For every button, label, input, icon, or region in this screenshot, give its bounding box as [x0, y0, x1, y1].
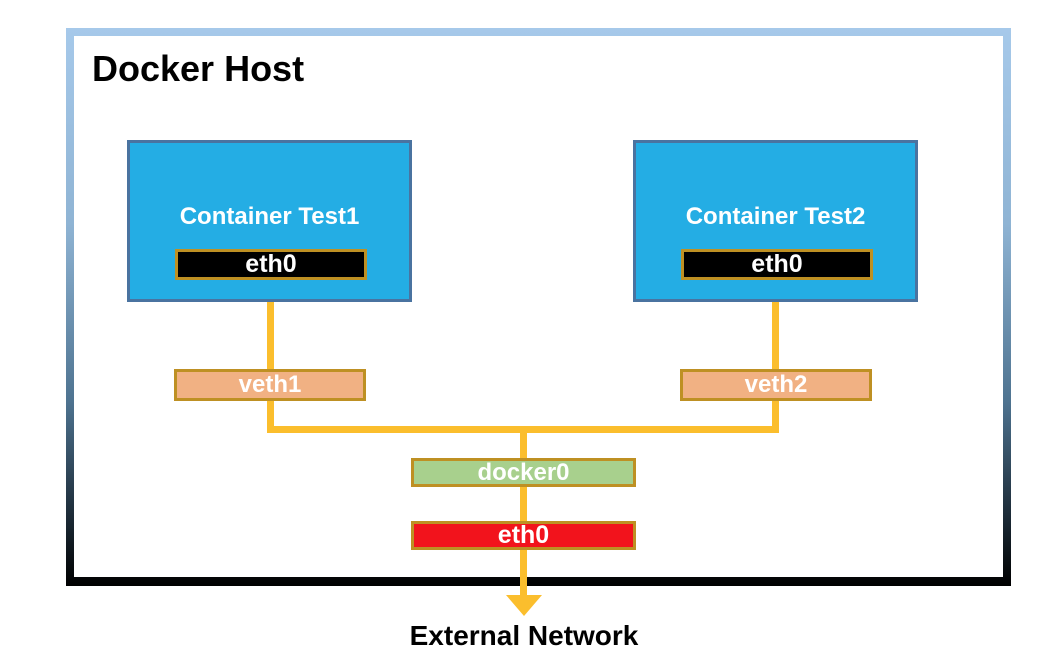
- connector-bus-to-docker0-line: [520, 426, 527, 458]
- docker0-bridge-box: docker0: [411, 458, 636, 487]
- docker-host-title: Docker Host: [92, 48, 305, 89]
- docker-host-box: [66, 28, 1011, 586]
- container-test2-eth0-box: eth0: [681, 249, 873, 280]
- container-test1-eth0-box: eth0: [175, 249, 367, 280]
- container-test1-label: Container Test1: [179, 203, 360, 230]
- container-test2-label: Container Test2: [685, 203, 866, 230]
- external-network-label: External Network: [409, 620, 639, 651]
- connector-eth0-to-veth2-line: [772, 280, 779, 433]
- connector-eth0-to-external-line: [520, 550, 527, 595]
- veth1-box: veth1: [174, 369, 366, 401]
- veth2-box: veth2: [680, 369, 872, 401]
- container-test2-box: Container Test2 eth0: [633, 140, 918, 302]
- external-arrow-head-icon: [506, 595, 542, 616]
- host-eth0-box: eth0: [411, 521, 636, 550]
- container-test1-box: Container Test1 eth0: [127, 140, 412, 302]
- connector-docker0-to-eth0-line: [520, 487, 527, 521]
- connector-eth0-to-veth1-line: [267, 280, 274, 433]
- docker-host-inner: [74, 36, 1003, 577]
